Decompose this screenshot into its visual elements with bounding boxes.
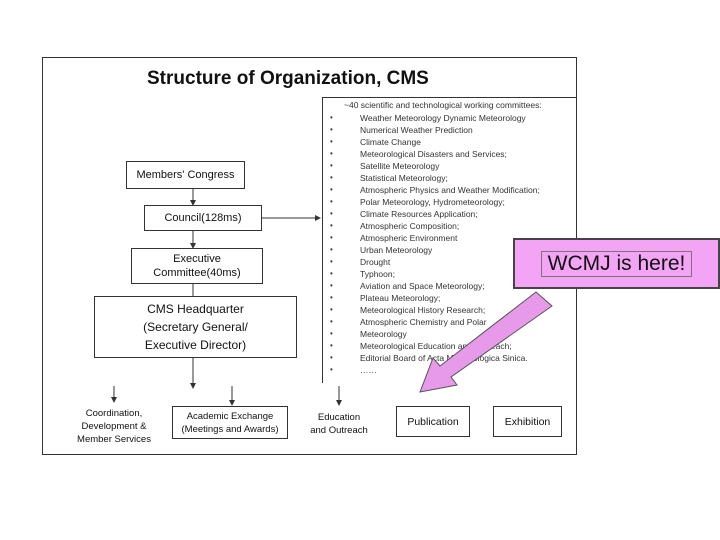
coordination-line-1: Coordination, bbox=[85, 408, 143, 419]
publication-box: Publication bbox=[396, 406, 470, 437]
committee-item: • Meteorological History Research; bbox=[326, 304, 540, 316]
executive-committee-label-1: Executive bbox=[173, 253, 221, 265]
bullet-icon: • bbox=[330, 197, 333, 206]
academic-exchange-line-2: (Meetings and Awards) bbox=[181, 423, 279, 435]
committee-item-label: Meteorological Education and Outreach; bbox=[360, 341, 512, 351]
wcmj-callout: WCMJ is here! bbox=[513, 238, 720, 289]
committee-item-label: Meteorological Disasters and Services; bbox=[360, 149, 507, 159]
bullet-icon: • bbox=[330, 161, 333, 170]
academic-exchange-line-1: Academic Exchange bbox=[186, 410, 274, 422]
bullet-icon: • bbox=[330, 185, 333, 194]
committee-item-label: Meteorology bbox=[360, 329, 407, 339]
committees-bracket bbox=[322, 97, 577, 383]
cms-headquarter-label-1: CMS Headquarter bbox=[147, 302, 244, 316]
committee-item: • Urban Meteorology bbox=[326, 244, 540, 256]
bullet-icon: • bbox=[330, 329, 333, 338]
committee-item-label: Climate Change bbox=[360, 137, 421, 147]
wcmj-callout-text: WCMJ is here! bbox=[540, 250, 693, 277]
committee-item-label: Editorial Board of Acta Meteorologica Si… bbox=[360, 353, 528, 363]
committee-item-label: Numerical Weather Prediction bbox=[360, 125, 473, 135]
bullet-icon: • bbox=[330, 341, 333, 350]
bullet-icon: • bbox=[330, 365, 333, 374]
bullet-icon: • bbox=[330, 245, 333, 254]
bullet-icon: • bbox=[330, 113, 333, 122]
bullet-icon: • bbox=[330, 269, 333, 278]
bullet-icon: • bbox=[330, 125, 333, 134]
committee-item-label: Drought bbox=[360, 257, 391, 267]
committee-item-label: Climate Resources Application; bbox=[360, 209, 478, 219]
committee-item: • Climate Resources Application; bbox=[326, 208, 540, 220]
committee-item: • Polar Meteorology, Hydrometeorology; bbox=[326, 196, 540, 208]
committee-item: • Climate Change bbox=[326, 136, 540, 148]
committees-intro: ~40 scientific and technological working… bbox=[344, 100, 542, 110]
bullet-icon: • bbox=[330, 221, 333, 230]
members-congress-box: Members' Congress bbox=[126, 161, 245, 189]
committee-item: • Drought bbox=[326, 256, 540, 268]
members-congress-label: Members' Congress bbox=[136, 169, 235, 181]
bullet-icon: • bbox=[330, 233, 333, 242]
committee-item: • Atmospheric Environment bbox=[326, 232, 540, 244]
coordination-line-2: Development & bbox=[81, 421, 147, 432]
committee-item: • Atmospheric Chemistry and Polar bbox=[326, 316, 540, 328]
bullet-icon: • bbox=[330, 317, 333, 326]
committee-item-label: Aviation and Space Meteorology; bbox=[360, 281, 485, 291]
coordination-line-3: Member Services bbox=[77, 434, 151, 445]
committee-item: • Numerical Weather Prediction bbox=[326, 124, 540, 136]
bullet-icon: • bbox=[330, 137, 333, 146]
committee-item: • Aviation and Space Meteorology; bbox=[326, 280, 540, 292]
council-label: Council(128ms) bbox=[164, 212, 242, 224]
committee-item-label: Atmospheric Physics and Weather Modifica… bbox=[360, 185, 540, 195]
committee-item-label: Statistical Meteorology; bbox=[360, 173, 448, 183]
committee-item-label: Polar Meteorology, Hydrometeorology; bbox=[360, 197, 505, 207]
committee-item-label: Satellite Meteorology bbox=[360, 161, 440, 171]
education-line-1: Education bbox=[317, 412, 361, 423]
bullet-icon: • bbox=[330, 257, 333, 266]
committee-item-label: Plateau Meteorology; bbox=[360, 293, 441, 303]
committee-item-label: Meteorological History Research; bbox=[360, 305, 486, 315]
bullet-icon: • bbox=[330, 281, 333, 290]
bullet-icon: • bbox=[330, 149, 333, 158]
committee-item: • Satellite Meteorology bbox=[326, 160, 540, 172]
committee-item: • …… bbox=[326, 364, 540, 376]
executive-committee-label-2: Committee(40ms) bbox=[153, 267, 241, 279]
cms-headquarter-label-3: Executive Director) bbox=[144, 338, 247, 352]
committee-item-label: Weather Meteorology Dynamic Meteorology bbox=[360, 113, 526, 123]
education-line-2: and Outreach bbox=[310, 425, 368, 436]
academic-exchange-box: Academic Exchange (Meetings and Awards) bbox=[172, 406, 288, 439]
coordination-label: Coordination, Development & Member Servi… bbox=[58, 407, 170, 446]
publication-label: Publication bbox=[407, 415, 459, 428]
committee-item: • Meteorological Disasters and Services; bbox=[326, 148, 540, 160]
committee-item-label: Atmospheric Chemistry and Polar bbox=[360, 317, 487, 327]
exhibition-box: Exhibition bbox=[493, 406, 562, 437]
committee-item: • Editorial Board of Acta Meteorologica S… bbox=[326, 352, 540, 364]
bullet-icon: • bbox=[330, 305, 333, 314]
education-label: Education and Outreach bbox=[296, 411, 382, 437]
committee-item: • Statistical Meteorology; bbox=[326, 172, 540, 184]
committees-list: • Weather Meteorology Dynamic Meteorology… bbox=[326, 112, 540, 376]
executive-committee-box: Executive Committee(40ms) bbox=[131, 248, 263, 284]
committee-item-label: Atmospheric Composition; bbox=[360, 221, 460, 231]
committee-item-label: Urban Meteorology bbox=[360, 245, 433, 255]
bullet-icon: • bbox=[330, 173, 333, 182]
committee-item: • Weather Meteorology Dynamic Meteorology bbox=[326, 112, 540, 124]
committee-item-label: …… bbox=[360, 365, 377, 375]
committee-item: • Plateau Meteorology; bbox=[326, 292, 540, 304]
cms-headquarter-label-2: (Secretary General/ bbox=[143, 320, 248, 334]
council-box: Council(128ms) bbox=[144, 205, 262, 231]
exhibition-label: Exhibition bbox=[504, 415, 551, 428]
committee-item-label: Typhoon; bbox=[360, 269, 395, 279]
bullet-icon: • bbox=[330, 209, 333, 218]
cms-headquarter-box: CMS Headquarter (Secretary General/ Exec… bbox=[94, 296, 297, 358]
committee-item: • Atmospheric Composition; bbox=[326, 220, 540, 232]
bullet-icon: • bbox=[330, 353, 333, 362]
page-title: Structure of Organization, CMS bbox=[147, 68, 429, 89]
committee-item-label: Atmospheric Environment bbox=[360, 233, 458, 243]
committee-item: • Atmospheric Physics and Weather Modific… bbox=[326, 184, 540, 196]
committee-item: • Meteorology bbox=[326, 328, 540, 340]
committee-item: • Typhoon; bbox=[326, 268, 540, 280]
bullet-icon: • bbox=[330, 293, 333, 302]
committee-item: • Meteorological Education and Outreach; bbox=[326, 340, 540, 352]
